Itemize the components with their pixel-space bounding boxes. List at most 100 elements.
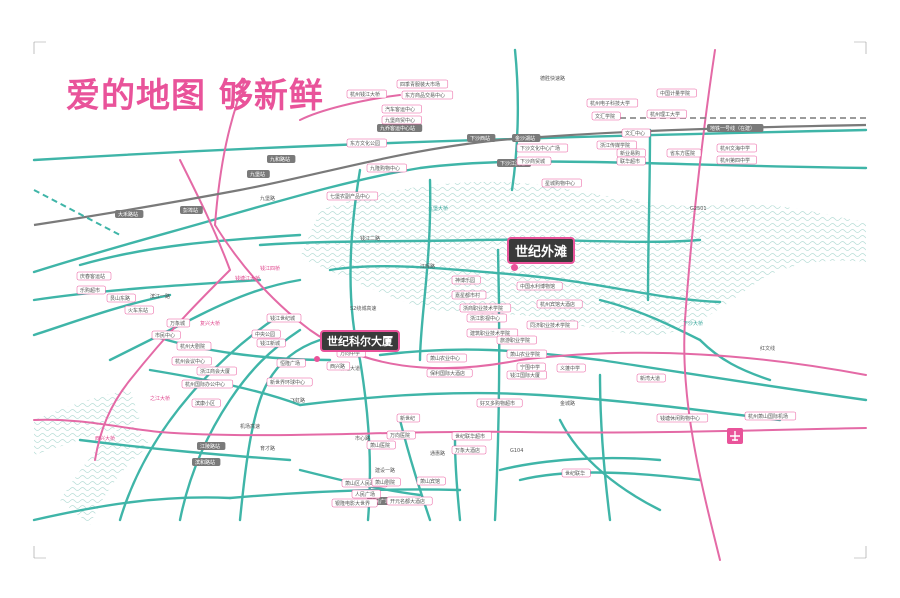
station-box	[707, 124, 764, 132]
poi-label-text: 杭州大剧院	[180, 343, 205, 350]
poi-label-box	[466, 313, 507, 323]
poi-label-p9: 杭州电子科技大学	[586, 98, 639, 108]
poi-label-text: 西兴路	[330, 363, 345, 370]
poi-label-box	[716, 143, 757, 153]
poi-label-text: 滨康小区	[195, 400, 215, 407]
bridge-label-b3: 之江大桥	[150, 395, 170, 402]
poi-label-box	[744, 411, 797, 421]
station-s11: 大禾路站	[118, 211, 138, 218]
poi-label-box	[346, 138, 387, 148]
poi-label-text: 新湾大道	[640, 375, 660, 382]
poi-label-box	[556, 363, 586, 373]
poi-label-text: 九隆购物中心	[370, 165, 400, 172]
poi-label-text: 同济职业技术学院	[530, 322, 570, 329]
road-label-r6: 金城路	[560, 400, 575, 407]
poi-label-text: 人民广场	[355, 491, 375, 498]
poi-label-p36: 万象城	[166, 318, 191, 328]
poi-label-text: 七堡农副产品中心	[330, 193, 370, 200]
poi-label-p45: 恒隆广场	[276, 358, 306, 368]
poi-label-box	[176, 341, 212, 351]
poi-label-text: 好又多购物超市	[480, 400, 515, 407]
poi-label-p21: 下沙商贸城	[516, 156, 552, 166]
poi-label-box	[386, 430, 416, 440]
poi-label-text: 浙江传媒学院	[600, 142, 630, 149]
poi-label-text: 钱塘休闲购物中心	[660, 415, 700, 422]
road-label-r1: 德胜快速路	[540, 75, 565, 82]
poi-label-text: 杭州国际办公中心	[185, 381, 225, 388]
poi-label-box	[396, 413, 421, 423]
poi-label-p24: 嘉星都市村	[451, 290, 487, 300]
poi-label-box	[171, 356, 212, 366]
poi-label-text: 嘉星都市村	[455, 292, 480, 299]
poi-label-box	[716, 155, 757, 165]
poi-label-p61: 好又多购物超市	[476, 398, 523, 408]
road-label-text: 通惠路	[430, 450, 445, 457]
poi-label-p44: 西兴路	[326, 361, 351, 371]
poi-label-text: 万象大酒店	[455, 447, 480, 454]
station-s12: 金沙湖站	[515, 135, 535, 142]
road-label-r16: 建设一路	[375, 467, 395, 474]
poi-label-p66: 中央公园	[251, 329, 281, 339]
poi-label-box	[541, 178, 582, 188]
poi-label-text: 世纪联华	[565, 470, 585, 477]
poi-label-box	[596, 140, 637, 150]
poi-label-p28: 浙江影视中心	[466, 313, 507, 323]
poi-label-box	[251, 329, 281, 339]
poi-label-p70: 艮山东路	[106, 293, 136, 303]
poi-label-text: 四季青服装大市场	[400, 81, 440, 88]
poi-label-text: 浙商职业技术学院	[463, 305, 503, 312]
poi-label-box	[351, 489, 381, 499]
poi-label-p4: 汽车客运中心	[381, 104, 422, 114]
poi-label-p71: 新湾大道	[636, 373, 666, 383]
poi-label-text: 杭州钱江大桥	[350, 91, 380, 98]
poi-label-text: 浙江影视中心	[470, 315, 500, 322]
poi-label-box	[516, 362, 546, 372]
poi-label-box	[366, 163, 407, 173]
poi-label-box	[526, 320, 579, 330]
bridge-label-b2: 钱塘江大桥	[235, 275, 260, 282]
callout-shiji-waitan[interactable]: 世纪外滩	[507, 237, 576, 264]
poi-label-text: 万象城	[170, 320, 185, 327]
poi-label-box	[466, 328, 519, 338]
poi-label-p62: 世纪联华	[561, 468, 591, 478]
poi-label-box	[181, 379, 234, 389]
poi-label-text: 钱江国际大厦	[510, 372, 540, 379]
station-s4: 下沙西站	[470, 135, 490, 142]
road-label-text: G2501	[690, 206, 707, 212]
bridge-label-b6: 钱江四桥	[260, 265, 280, 272]
poi-label-p2: 杭州钱江大桥	[346, 89, 387, 99]
road-label-text: G104	[510, 448, 523, 454]
poi-label-text: 钱江新城	[260, 340, 280, 347]
poi-label-box	[451, 275, 481, 285]
callout-shiji-waitan-label: 世纪外滩	[515, 245, 568, 260]
poi-label-text: 杭州理工大学	[650, 111, 680, 118]
road-label-text: 金城路	[560, 400, 575, 407]
poi-label-p68: 萧山农业中心	[426, 353, 467, 363]
poi-label-box	[381, 104, 422, 114]
poi-label-box	[516, 281, 563, 291]
airport-icon	[727, 428, 743, 444]
poi-label-text: 萧山农业中心	[430, 355, 460, 362]
poi-label-p15: 新业易购	[616, 148, 646, 158]
bridge-label-text: 九堡大桥	[428, 205, 448, 212]
poi-label-p55: 萧山医院	[366, 440, 396, 450]
poi-label-text: 星城购物中心	[545, 180, 575, 187]
poi-label-p13: 杭州理工大学	[646, 109, 687, 119]
poi-label-p18: 杭州文海中学	[716, 143, 757, 153]
poi-label-text: 九堡商贸中心	[385, 117, 415, 124]
callout-shiji-keer[interactable]: 世纪科尔大厦	[320, 330, 400, 352]
poi-label-text: 新业易购	[620, 150, 640, 157]
poi-label-text: 旅游职业学院	[500, 337, 530, 344]
poi-label-text: 中央公园	[255, 331, 275, 338]
poi-label-p19: 杭州第四中学	[716, 155, 757, 165]
poi-label-p60: 杭州萧山国际机场	[744, 411, 797, 421]
poi-label-text: 萧山宾馆	[420, 478, 440, 485]
poi-label-text: 乐购超市	[80, 287, 100, 294]
poi-label-p20: 下沙文化中心广场	[516, 143, 569, 153]
poi-label-box	[646, 109, 687, 119]
poi-label-p67: 钱江世纪城	[266, 313, 302, 323]
road-label-text: 德胜快速路	[540, 75, 565, 82]
poi-label-box	[586, 98, 639, 108]
poi-label-box	[561, 468, 591, 478]
